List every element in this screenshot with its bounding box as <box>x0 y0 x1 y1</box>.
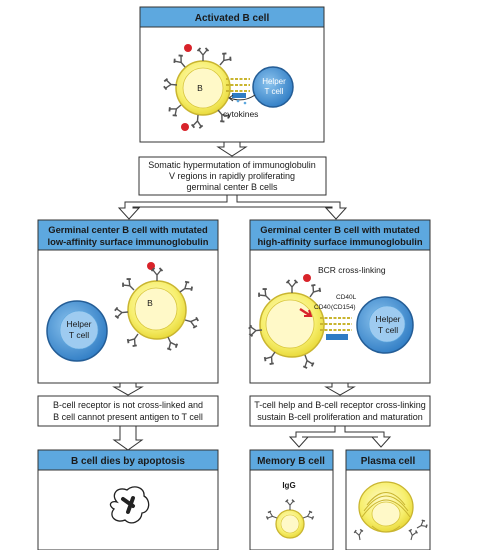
split-arrow-icon <box>117 194 348 220</box>
memory-b-cell-panel: Memory B cell IgG <box>249 449 334 550</box>
apoptosis-title: B cell dies by apoptosis <box>71 456 185 467</box>
apoptotic-cell-icon <box>109 486 150 524</box>
high-affinity-helper-t-cell: Helper T cell <box>356 296 414 354</box>
high-affinity-title-1: Germinal center B cell with mutated <box>260 224 420 235</box>
down-arrow-icon <box>216 141 248 157</box>
cd154-label: (CD154) <box>331 304 356 311</box>
free-antigen-icon <box>147 262 155 270</box>
down-arrow-icon <box>324 382 356 396</box>
hypermutation-line-1: Somatic hypermutation of immunoglobulin <box>148 160 316 170</box>
down-arrow-icon <box>112 425 144 451</box>
antigen-icon <box>184 44 192 52</box>
sustain-line-1: T-cell help and B-cell receptor cross-li… <box>254 400 426 410</box>
high-affinity-helper-label-2: T cell <box>378 325 398 335</box>
no-crosslink-line-1: B-cell receptor is not cross-linked and <box>53 400 203 410</box>
memory-b-cell <box>265 498 315 539</box>
high-affinity-b-cell <box>247 274 325 370</box>
plasma-cell-panel: Plasma cell <box>345 449 431 550</box>
antigen-icon <box>181 123 189 131</box>
antigen-icon <box>303 274 311 282</box>
activated-helper-label-1: Helper <box>262 77 286 86</box>
no-crosslink-line-2: B cell cannot present antigen to T cell <box>53 412 203 422</box>
cd40l-label: CD40L <box>336 294 357 301</box>
activated-helper-t-cell: Helper T cell <box>252 66 294 108</box>
low-affinity-helper-label-2: T cell <box>69 330 89 340</box>
low-affinity-helper-t-cell: Helper T cell <box>46 300 108 362</box>
hypermutation-line-2: V regions in rapidly proliferating <box>169 171 295 181</box>
activated-b-cell-panel: Activated B cell B Helper T <box>139 6 325 143</box>
plasma-cell <box>353 481 429 542</box>
cytokine-arrows <box>228 94 256 105</box>
down-arrow-icon <box>112 382 144 396</box>
split-arrow-icon <box>288 425 392 448</box>
high-affinity-helper-label-1: Helper <box>375 314 400 324</box>
high-affinity-title-2: high-affinity surface immunoglobulin <box>257 236 422 247</box>
memory-title: Memory B cell <box>257 456 325 467</box>
activated-b-cell: B <box>162 44 234 131</box>
bcr-crosslinking-label: BCR cross-linking <box>318 265 386 275</box>
no-crosslink-box: B-cell receptor is not cross-linked and … <box>37 395 219 427</box>
hypermutation-box: Somatic hypermutation of immunoglobulin … <box>138 156 327 196</box>
activated-b-label: B <box>197 83 203 93</box>
low-affinity-b-label: B <box>147 298 153 308</box>
cd40-label: CD40 <box>314 304 331 311</box>
activated-helper-label-2: T cell <box>265 87 284 96</box>
sustain-box: T-cell help and B-cell receptor cross-li… <box>249 395 431 427</box>
low-affinity-title-2: low-affinity surface immunoglobulin <box>48 236 209 247</box>
low-affinity-panel: Germinal center B cell with mutated low-… <box>37 219 219 384</box>
low-affinity-b-cell: B <box>113 267 200 353</box>
cytokines-label: cytokines <box>223 109 258 119</box>
high-affinity-panel: Germinal center B cell with mutated high… <box>247 219 431 384</box>
activated-panel-title: Activated B cell <box>195 13 270 24</box>
plasma-title: Plasma cell <box>361 456 416 467</box>
sustain-line-2: sustain B-cell proliferation and maturat… <box>257 412 423 422</box>
high-affinity-receptor-bridge <box>320 317 352 340</box>
apoptosis-panel: B cell dies by apoptosis <box>37 449 219 550</box>
hypermutation-line-3: germinal center B cells <box>186 182 278 192</box>
low-affinity-title-1: Germinal center B cell with mutated <box>48 224 208 235</box>
igg-label: IgG <box>282 481 295 490</box>
activated-receptor-bridge <box>226 78 250 98</box>
low-affinity-helper-label-1: Helper <box>66 319 91 329</box>
